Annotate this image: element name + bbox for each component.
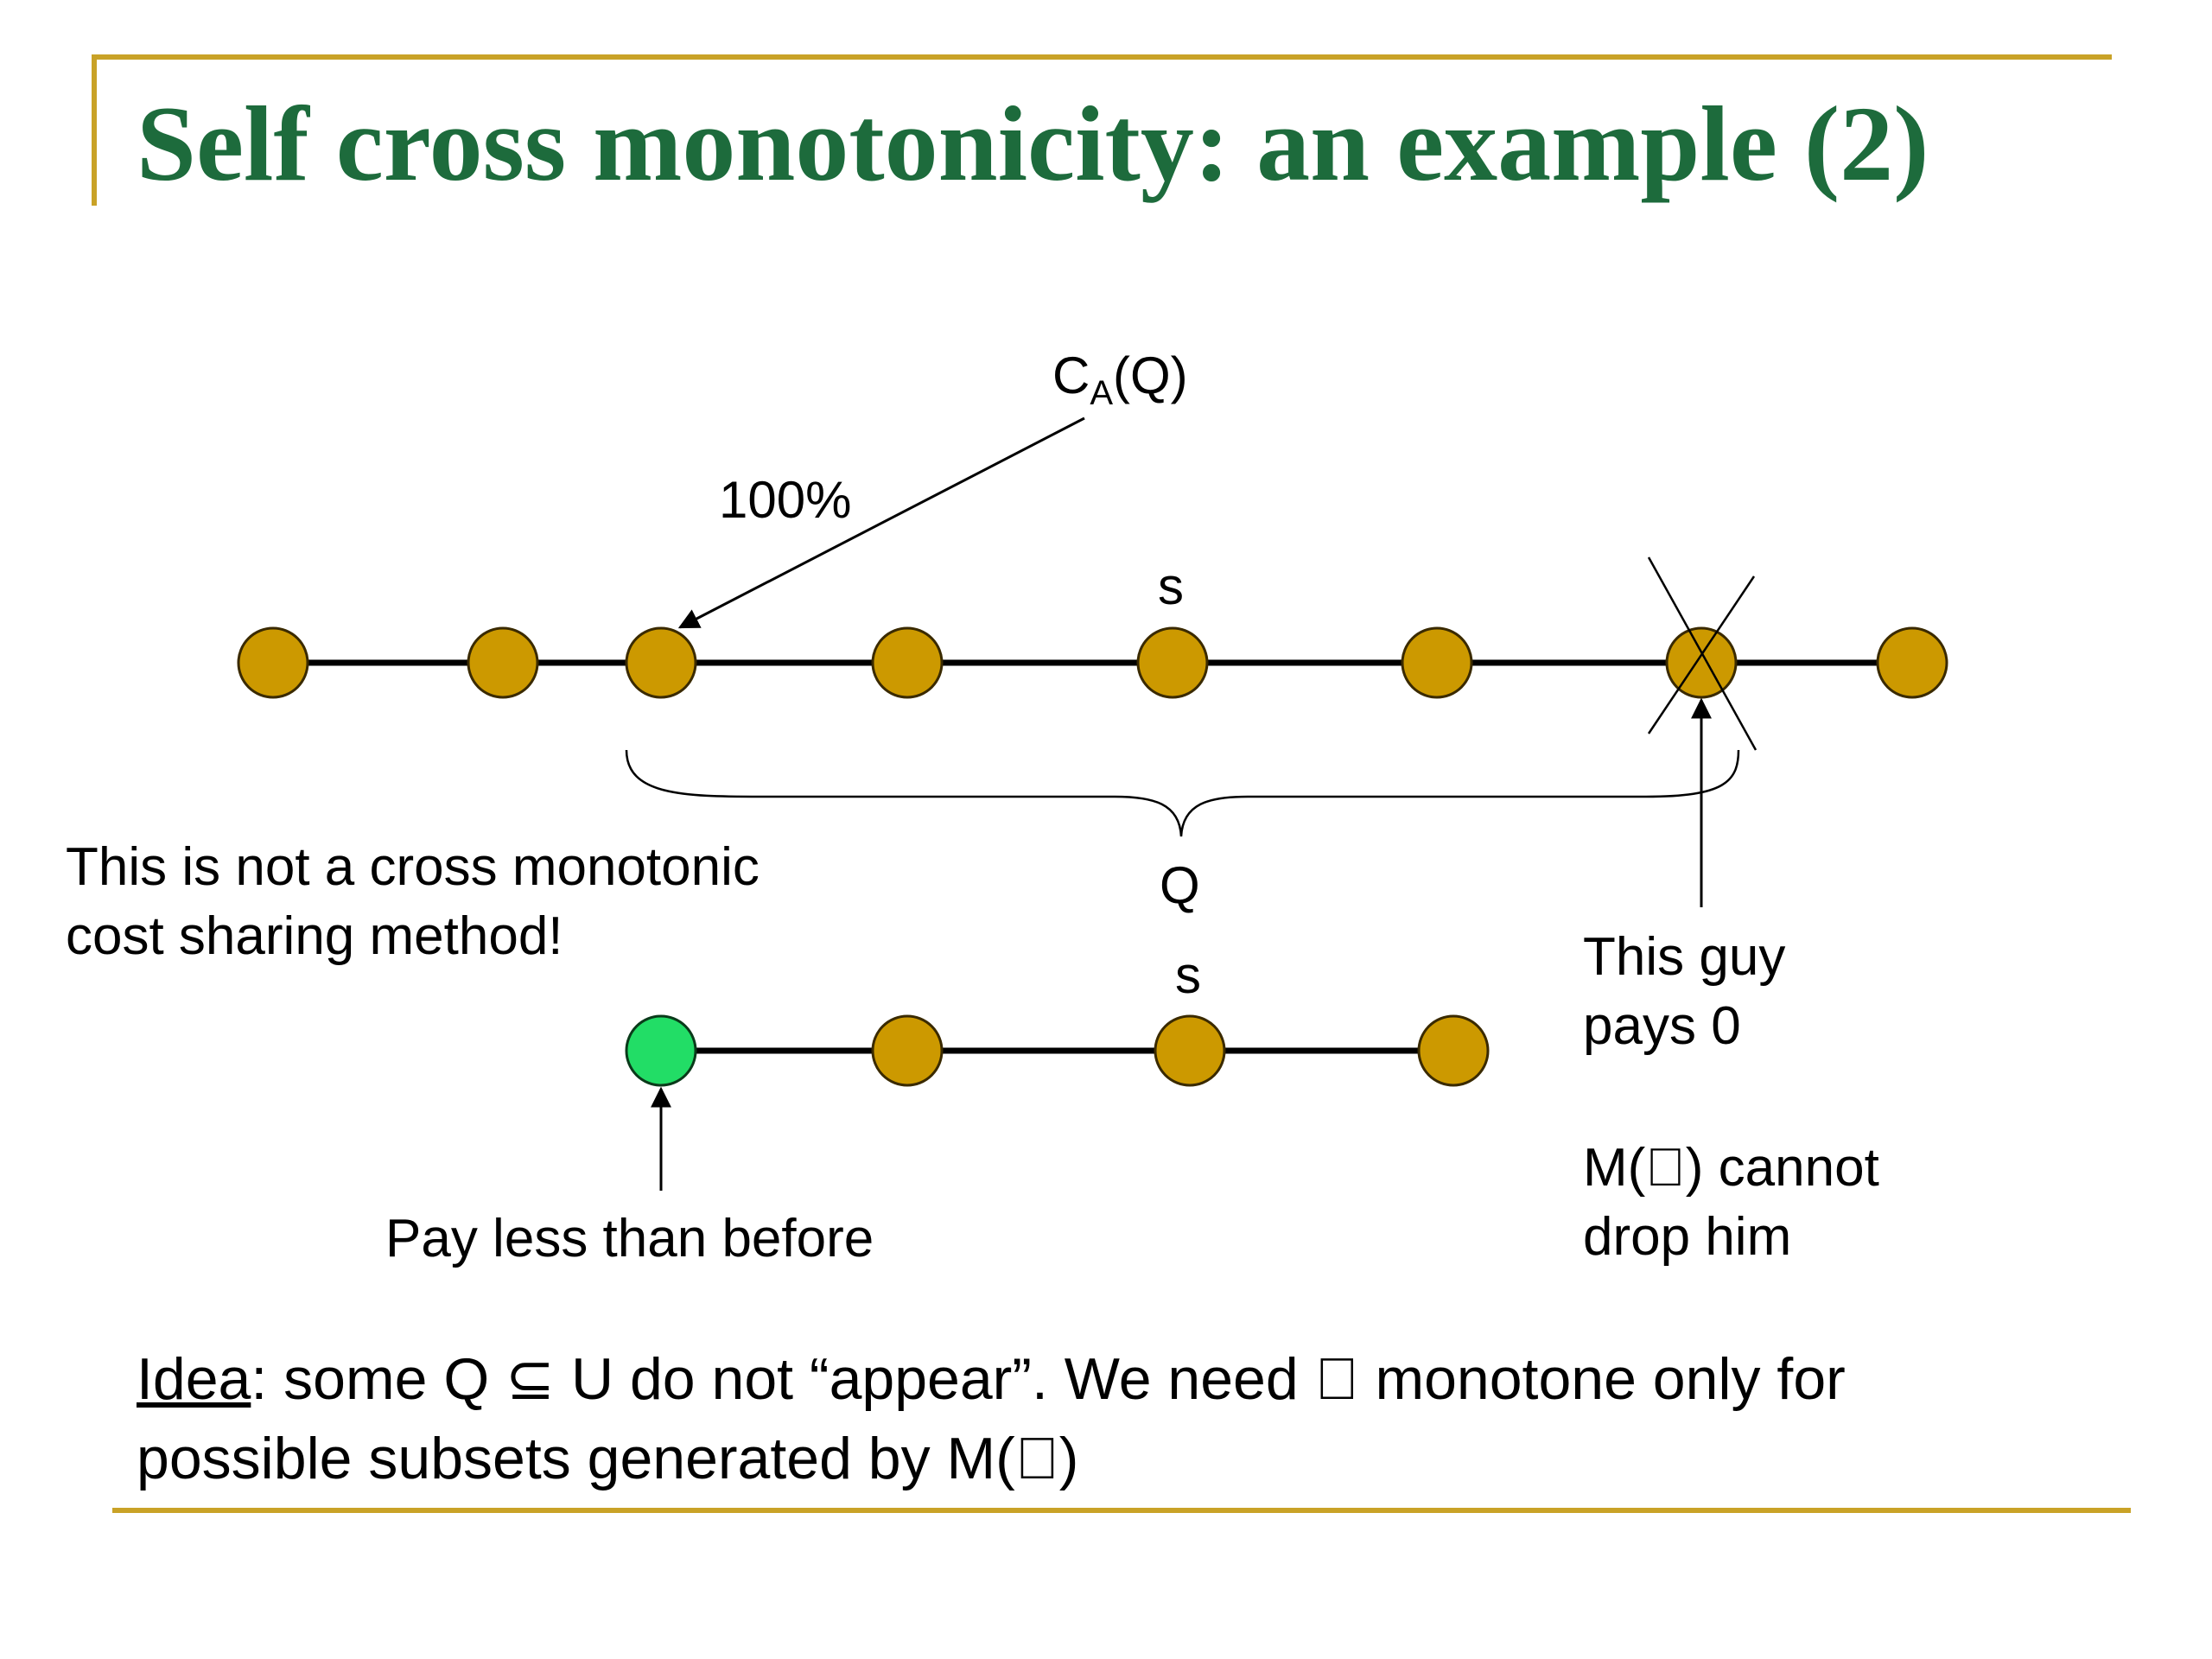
cannot-line-1: M(⃠) cannot — [1583, 1138, 1879, 1198]
cost-arrow — [677, 416, 1085, 629]
bottom-row-nodes — [625, 1014, 1490, 1087]
bottom-node-4 — [1417, 1014, 1490, 1087]
not-cross-monotonic-note: This is not a cross monotonic cost shari… — [66, 833, 760, 971]
cannot-drop-note: M(⃠) cannot drop him — [1583, 1134, 1879, 1272]
top-node-2 — [467, 626, 539, 699]
idea-label: Idea — [137, 1346, 251, 1412]
top-node-1 — [237, 626, 309, 699]
q-brace — [625, 749, 1740, 837]
top-node-3 — [625, 626, 697, 699]
bottom-node-s — [1154, 1014, 1226, 1087]
cost-label: CA(Q) — [1052, 342, 1188, 427]
idea-line-1-text: : some Q ⊆ U do not “appear”. We need ⃠ … — [251, 1346, 1846, 1412]
cannot-line-2: drop him — [1583, 1207, 1792, 1267]
percent-label: 100% — [719, 471, 852, 529]
idea-paragraph: Idea: some Q ⊆ U do not “appear”. We nee… — [137, 1339, 1846, 1498]
not-cross-line-1: This is not a cross monotonic — [66, 837, 760, 897]
top-node-6 — [1401, 626, 1473, 699]
page-title: Self cross monotonicity: an example (2) — [137, 85, 1929, 203]
cost-label-tail: (Q) — [1113, 346, 1188, 404]
guy-pays-zero-note: This guy pays 0 — [1583, 923, 1785, 1061]
top-node-s — [1136, 626, 1209, 699]
cross-mark — [1647, 556, 1758, 751]
guy-line-1: This guy — [1583, 927, 1786, 987]
top-node-crossed — [1665, 626, 1738, 699]
top-node-4 — [871, 626, 944, 699]
pay-less-note: Pay less than before — [385, 1209, 874, 1268]
idea-line-2: possible subsets generated by M(⃠) — [137, 1426, 1079, 1491]
bottom-node-highlight — [625, 1014, 697, 1087]
top-s-label: s — [1158, 557, 1184, 615]
top-node-8 — [1876, 626, 1948, 699]
idea-line-1: Idea: some Q ⊆ U do not “appear”. We nee… — [137, 1339, 1846, 1419]
cost-label-sub: A — [1090, 374, 1114, 412]
not-cross-line-2: cost sharing method! — [66, 906, 563, 966]
bottom-s-label: s — [1175, 946, 1201, 1004]
bottom-node-2 — [871, 1014, 944, 1087]
cost-label-main: C — [1052, 346, 1090, 404]
top-row-nodes — [237, 626, 1948, 699]
guy-line-2: pays 0 — [1583, 996, 1741, 1056]
brace-q-label: Q — [1160, 856, 1200, 914]
